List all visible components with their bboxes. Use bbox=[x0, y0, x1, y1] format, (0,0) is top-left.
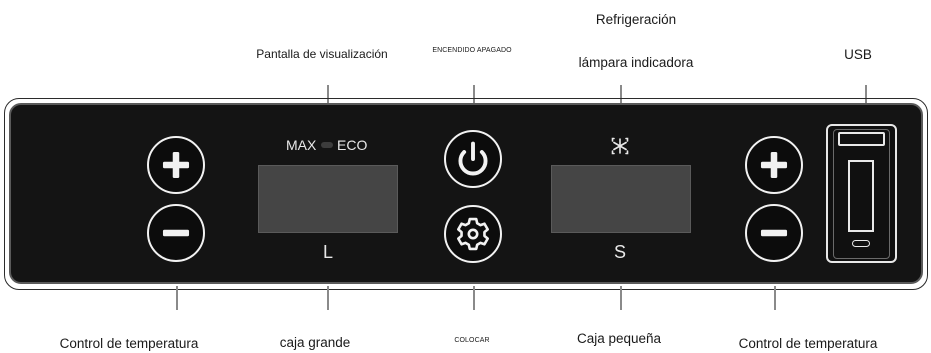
usb-port-inner-frame bbox=[833, 129, 890, 259]
eco-indicator-led bbox=[321, 142, 333, 148]
gear-icon bbox=[456, 217, 490, 251]
small-box-label: Caja pequeña bbox=[576, 331, 662, 346]
usb-port-bottom-slot bbox=[852, 240, 870, 247]
temp-control-left-label: Control de temperatura bbox=[59, 336, 199, 351]
plus-icon bbox=[162, 151, 190, 179]
right-minus-button[interactable] bbox=[745, 204, 803, 262]
power-label: ENCENDIDO APAGADO bbox=[432, 47, 512, 54]
minus-icon bbox=[760, 229, 788, 237]
small-box-display bbox=[551, 165, 691, 233]
leader-line-power bbox=[473, 85, 475, 118]
panel-outline bbox=[4, 98, 928, 290]
large-zone-letter: L bbox=[323, 242, 334, 262]
set-button[interactable] bbox=[444, 205, 502, 263]
plus-icon bbox=[760, 151, 788, 179]
mode-eco-text: ECO bbox=[337, 137, 368, 153]
leader-line-large-box bbox=[327, 286, 329, 310]
leader-line-temp-right bbox=[774, 286, 776, 310]
small-zone-letter: S bbox=[614, 242, 627, 262]
leader-line-small-box bbox=[620, 286, 622, 310]
temp-control-right-label: Control de temperatura bbox=[738, 336, 878, 351]
power-icon bbox=[458, 141, 488, 176]
snowflake-icon bbox=[610, 136, 630, 156]
usb-port-icon[interactable] bbox=[826, 124, 897, 263]
refrigeration-label-line1: Refrigeración bbox=[595, 12, 677, 27]
large-box-label: caja grande bbox=[279, 335, 351, 350]
set-label: COLOCAR bbox=[454, 337, 490, 344]
leader-line-set bbox=[473, 286, 475, 310]
mode-max-text: MAX bbox=[286, 137, 317, 153]
display-screen-label: Pantalla de visualización bbox=[256, 47, 388, 61]
power-button[interactable] bbox=[444, 130, 502, 188]
right-plus-button[interactable] bbox=[745, 136, 803, 194]
usb-port-window bbox=[848, 160, 874, 232]
usb-port-top-slot bbox=[838, 132, 885, 146]
usb-label: USB bbox=[844, 47, 872, 62]
left-plus-button[interactable] bbox=[147, 136, 205, 194]
left-minus-button[interactable] bbox=[147, 204, 205, 262]
large-box-display bbox=[258, 165, 398, 233]
minus-icon bbox=[162, 229, 190, 237]
leader-line-temp-left bbox=[176, 286, 178, 310]
refrigeration-label-line2: lámpara indicadora bbox=[578, 55, 694, 70]
